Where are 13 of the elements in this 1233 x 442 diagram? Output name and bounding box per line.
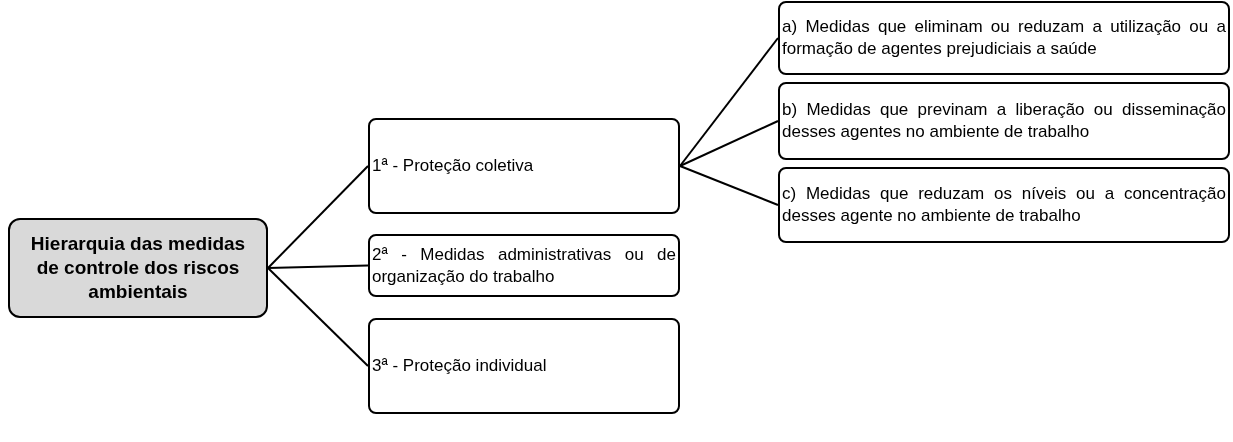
connector-line: [267, 264, 369, 269]
text-box: 1ª - Proteção coletiva: [368, 118, 680, 214]
text-box: c) Medidas que reduzam os níveis ou a concentração desses agente no ambiente de trabalho: [778, 167, 1230, 243]
text-box: b) Medidas que previnam a liberação ou disseminação desses agentes no ambiente de trabalho: [778, 82, 1230, 160]
root-box: Hierarquia das medidas de controle dos riscos ambientais: [8, 218, 268, 318]
connector-line: [679, 37, 779, 167]
text-box: 3ª - Proteção individual: [368, 318, 680, 414]
connector-line: [679, 165, 779, 206]
connector-line: [679, 120, 779, 167]
text-box: 2ª - Medidas administrativas ou de organização do trabalho: [368, 234, 680, 297]
connector-line: [267, 267, 369, 367]
text-box: a) Medidas que eliminam ou reduzam a utilização ou a formação de agentes prejudiciais a saúde: [778, 1, 1230, 75]
connector-line: [267, 165, 369, 269]
